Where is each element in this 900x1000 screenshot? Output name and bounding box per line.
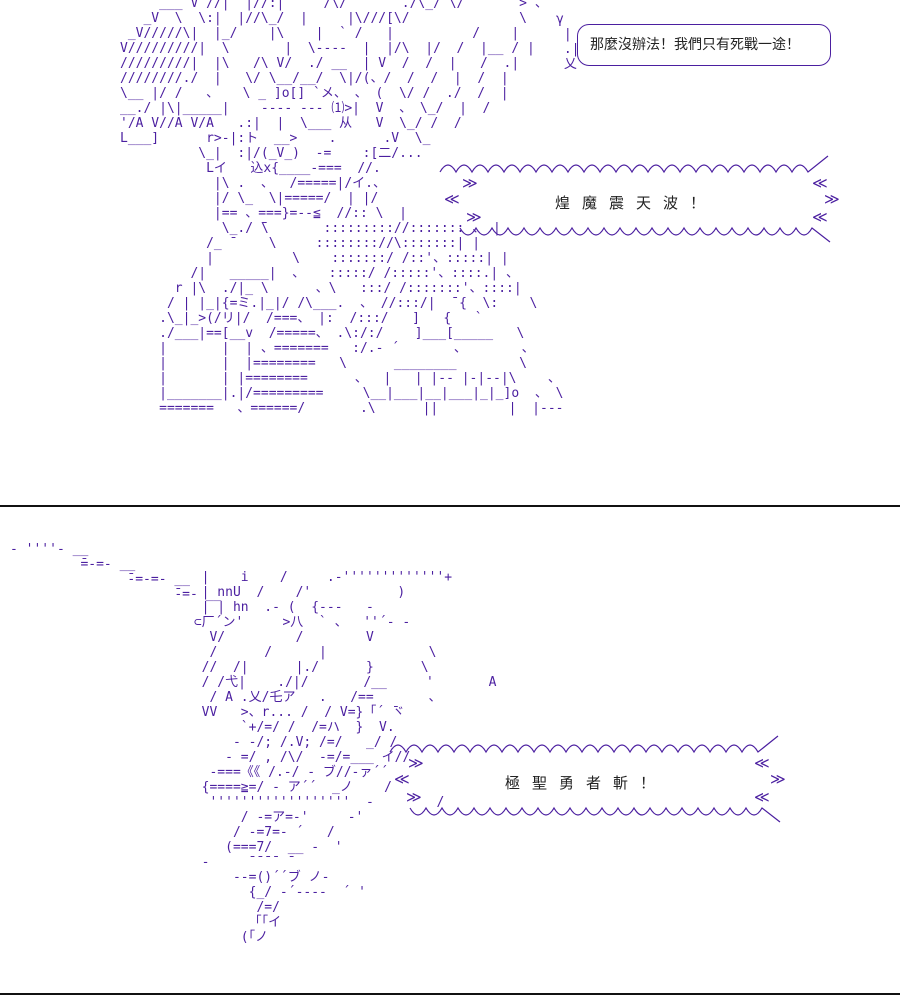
shout-box-2-left-chevron-bot: ≫ <box>406 788 422 806</box>
panel-bottom: - ''''- __ ̄=-=- __ ̄-=-=- __ ̄-=- __ | … <box>0 508 900 993</box>
shout-box-1: ≫ ≪ ≪ 煌魔震天波！ ≫ ≫ ≪ <box>420 150 840 250</box>
shout-box-left-chevron-top: ≫ <box>462 174 478 192</box>
shout-box-2-right-chevron-mid: ≫ <box>770 770 786 788</box>
shout-box-right-chevron-mid: ≫ <box>824 190 840 208</box>
shout-box-top-edge <box>439 155 829 174</box>
ascii-art-hero-casting: ___ V //| |//:| /\/ ./\_/ \/ > 、 _V \ \:… <box>120 0 564 416</box>
shout-box-2-left-chevron-mid: ≪ <box>394 770 410 788</box>
shout-text-1: 煌魔震天波！ <box>554 194 717 212</box>
ascii-art-speed-lines: - ''''- __ ̄=-=- __ ̄-=-=- __ ̄-=- __ <box>10 542 222 602</box>
shout-box-2-right-chevron-bot: ≪ <box>754 788 770 806</box>
shout-box-2-left-chevron-top: ≫ <box>408 754 424 772</box>
shout-box-right-chevron-top: ≪ <box>812 174 828 192</box>
panel-separator-2 <box>0 993 900 995</box>
speech-text: 那麼沒辦法！我們只有死戰一途！ <box>590 37 800 53</box>
shout-box-2-right-chevron-top: ≪ <box>754 754 770 772</box>
shout-text-2: 極聖勇者斬！ <box>504 774 667 792</box>
shout-box-right-chevron-bot: ≪ <box>812 208 828 226</box>
shout-box-left-chevron-mid: ≪ <box>444 190 460 208</box>
shout-box-left-chevron-bot: ≫ <box>466 208 482 226</box>
panel-separator-1 <box>0 505 900 507</box>
shout-box-2-top-edge <box>389 735 779 754</box>
ascii-art-hero-slashing: | i / .-'''''''''''''+ | nnU / /' ) | | … <box>193 570 497 945</box>
speech-bubble-tail: γ | .| 乂 <box>556 12 580 72</box>
shout-box-2: ≫ ≪ ≪ 極聖勇者斬！ ≫ ≫ ≪ <box>370 730 790 830</box>
shout-box-2-bottom-edge <box>409 806 781 823</box>
speech-bubble: 那麼沒辦法！我們只有死戰一途！ <box>577 24 831 66</box>
shout-box-bottom-edge <box>459 226 831 243</box>
panel-top: ___ V //| |//:| /\/ ./\_/ \/ > 、 _V \ \:… <box>120 0 840 416</box>
